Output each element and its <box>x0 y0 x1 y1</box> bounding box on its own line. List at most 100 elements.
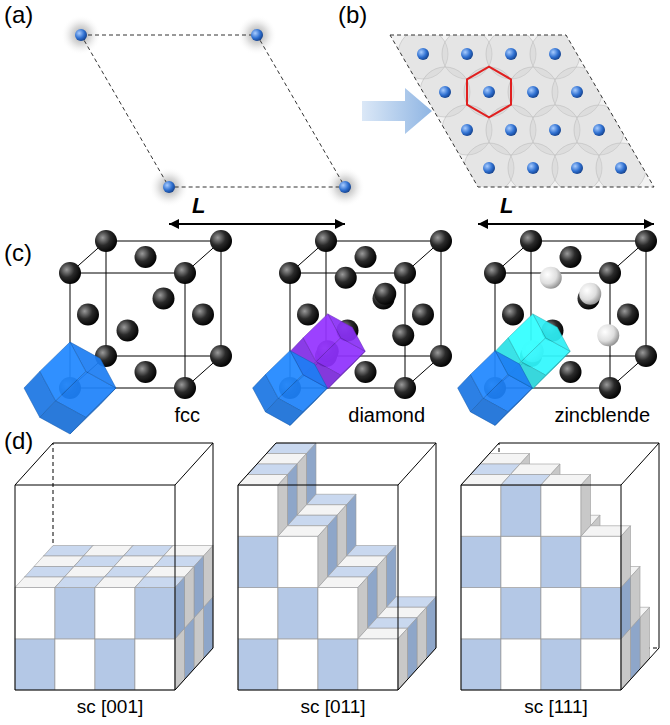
cube-face <box>185 567 195 629</box>
dimension-arrow <box>169 223 345 225</box>
cube-face <box>581 639 621 690</box>
voronoi-hexagon <box>467 67 511 118</box>
box-edge <box>175 485 176 690</box>
transform-arrow <box>362 88 432 134</box>
atom <box>251 29 263 41</box>
box-edge <box>398 648 436 690</box>
atom <box>520 230 542 252</box>
box-edge <box>499 443 659 444</box>
atom <box>339 181 351 193</box>
atom <box>77 304 99 326</box>
surface-label: sc [011] <box>300 697 365 718</box>
atom <box>571 162 583 174</box>
cell-outline <box>390 35 654 187</box>
wigner-seitz-cell <box>265 398 302 425</box>
atom <box>135 246 157 268</box>
wigner-seitz-cell <box>470 398 507 425</box>
cube-face <box>318 639 358 690</box>
atom <box>117 320 139 342</box>
atom <box>163 181 175 193</box>
single-atom-cell <box>61 15 365 224</box>
atom <box>335 267 357 289</box>
atom <box>394 262 416 284</box>
atom <box>75 29 87 41</box>
atom <box>430 230 452 252</box>
atom <box>430 345 452 367</box>
panel-label: (b) <box>338 2 367 28</box>
cube-face <box>55 588 95 639</box>
surface-label: sc [111] <box>524 697 588 718</box>
cube-face <box>278 536 318 587</box>
atom <box>527 86 539 98</box>
cube-face <box>15 588 55 639</box>
cube-edge <box>70 273 185 274</box>
box-edge <box>238 485 239 690</box>
box-edge <box>238 690 398 691</box>
structure-label: fcc <box>174 404 200 426</box>
box-edge <box>15 485 16 690</box>
atom <box>505 124 517 136</box>
cube-face <box>541 536 581 587</box>
cube-face <box>541 588 581 639</box>
crystal-cells <box>24 230 657 434</box>
atom <box>297 304 319 326</box>
cube-face <box>238 588 278 639</box>
wigner-seitz-cell <box>265 351 302 399</box>
atom <box>412 304 434 326</box>
wigner-seitz-cell <box>508 314 545 362</box>
cube-edge <box>646 241 647 356</box>
atom <box>374 283 396 305</box>
atom <box>461 124 473 136</box>
wigner-seitz-cell <box>303 314 340 362</box>
box-edge <box>436 443 437 648</box>
stepped-surface <box>238 443 436 690</box>
atom <box>505 48 517 60</box>
cube-face <box>175 577 185 639</box>
box-edge <box>213 443 214 648</box>
atom <box>355 361 377 383</box>
cube-face <box>55 639 95 690</box>
cube-face <box>621 526 631 588</box>
atom <box>593 124 605 136</box>
box-edge <box>398 485 399 690</box>
box-edge <box>461 443 499 485</box>
box-edge <box>276 443 436 444</box>
box-edge <box>621 485 622 690</box>
cube-face <box>461 536 501 587</box>
atom-sphere <box>552 143 602 193</box>
atom <box>394 377 416 399</box>
cube-edge <box>106 241 221 242</box>
box-edge <box>15 690 175 691</box>
atom <box>392 324 414 346</box>
cube-edge <box>441 241 442 356</box>
atom <box>617 304 639 326</box>
cube-face <box>95 639 135 690</box>
cube-face <box>318 588 358 639</box>
cube-face <box>194 556 204 618</box>
unit-cell <box>458 230 657 425</box>
atom <box>315 230 337 252</box>
structure-label: zincblende <box>554 404 650 426</box>
cube-edge <box>531 241 646 242</box>
cube-face <box>501 588 541 639</box>
dimension-arrow <box>478 223 654 225</box>
atom <box>599 377 621 399</box>
box-edge <box>238 485 398 486</box>
cube-face <box>541 485 581 536</box>
atom <box>210 345 232 367</box>
cube-face <box>501 639 541 690</box>
panel-label: (a) <box>4 2 33 28</box>
box-edge <box>461 485 462 690</box>
panel-label: (d) <box>4 428 33 454</box>
atom <box>579 283 601 305</box>
cube-face <box>358 639 398 690</box>
unit-cell <box>253 230 452 425</box>
atom-sphere <box>508 143 558 193</box>
atom <box>174 262 196 284</box>
box-edge <box>659 443 660 648</box>
atom <box>615 162 627 174</box>
atom <box>153 288 175 310</box>
box-edge <box>175 648 213 690</box>
